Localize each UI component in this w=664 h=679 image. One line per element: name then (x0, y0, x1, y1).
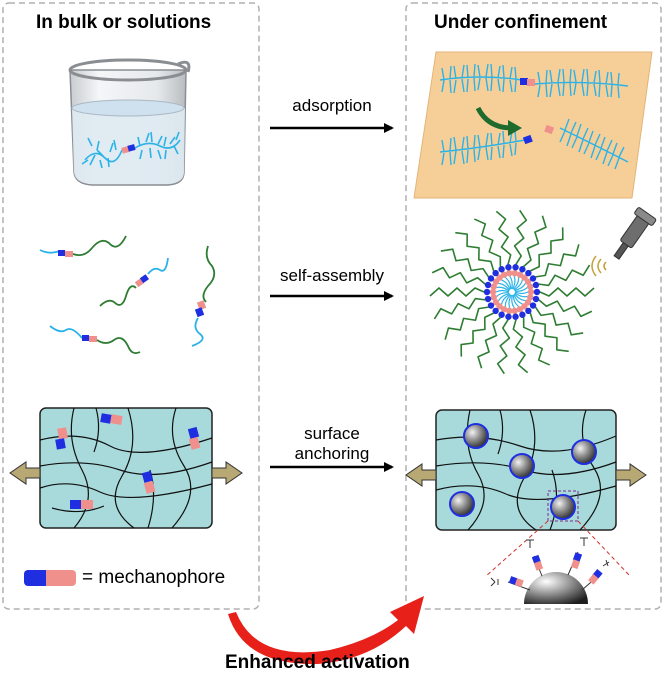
zoomed-particle (485, 520, 631, 604)
left-network (9, 407, 243, 529)
micelle (429, 209, 595, 375)
surface-anchoring-label-line1: surface (304, 424, 360, 443)
left-panel-title: In bulk or solutions (36, 12, 212, 33)
right-panel-title: Under confinement (434, 12, 608, 33)
adsorption-label: adsorption (292, 96, 372, 115)
right-panel (405, 2, 662, 610)
enhanced-activation-arrow (228, 596, 424, 665)
legend-label: = mechanophore (82, 567, 226, 588)
enhanced-activation-label: Enhanced activation (225, 652, 410, 673)
left-panel (2, 2, 260, 610)
surface-plate (413, 51, 653, 199)
beaker-icon (68, 58, 191, 186)
self-assembly-label: self-assembly (280, 266, 384, 285)
surface-anchoring-label-line2: anchoring (294, 444, 370, 463)
free-copolymers (39, 235, 216, 355)
sound-waves-icon (591, 255, 607, 277)
right-network (405, 409, 647, 531)
ultrasound-probe-icon (613, 207, 657, 260)
legend-mechanophore-icon (24, 570, 76, 586)
